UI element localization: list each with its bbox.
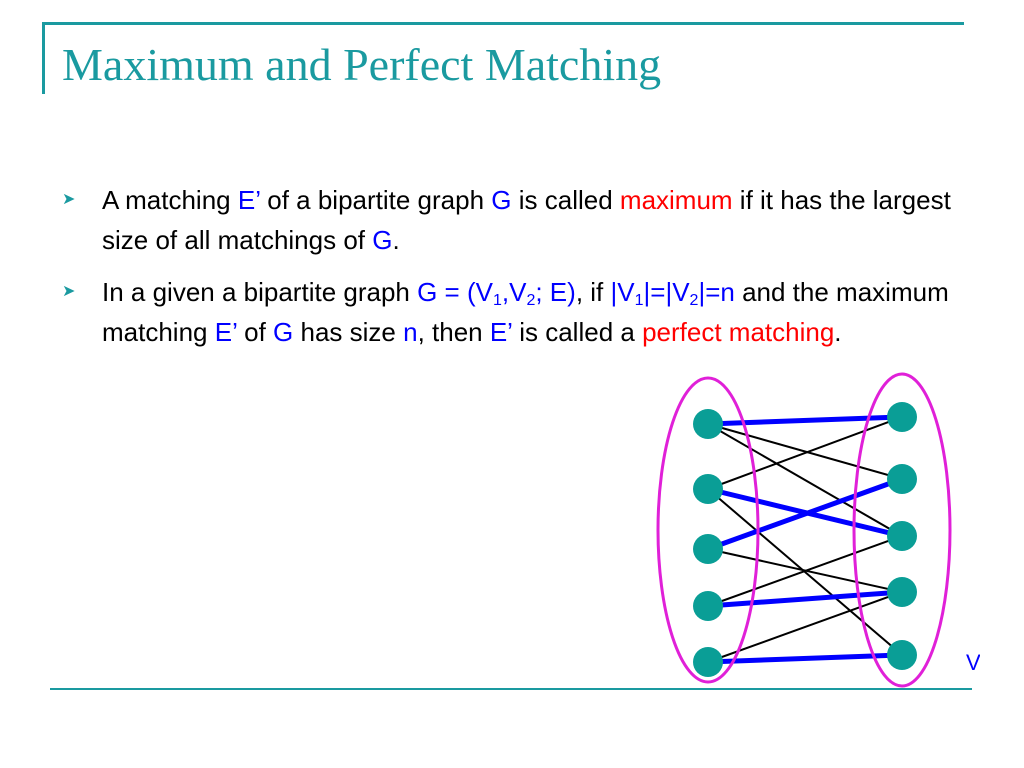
text-run: of bbox=[236, 317, 274, 347]
vertex-set-v1-ellipse bbox=[656, 376, 760, 684]
matched-edge bbox=[707, 414, 903, 427]
right-vertex bbox=[887, 464, 917, 494]
graph-symbol: G bbox=[372, 225, 393, 255]
size-symbol: n bbox=[403, 317, 418, 347]
subscript: 2 bbox=[526, 292, 536, 309]
card-part: |V bbox=[610, 277, 635, 307]
left-vertex bbox=[693, 591, 723, 621]
bullet-arrow-icon: ➤ bbox=[62, 191, 76, 208]
graph-def-part: ,V bbox=[501, 277, 527, 307]
matched-edge bbox=[707, 652, 903, 665]
graph-definition: G = (V1,V2; E) bbox=[417, 277, 576, 309]
text-run: is called a bbox=[512, 317, 643, 347]
left-vertex bbox=[693, 534, 723, 564]
matched-edge bbox=[707, 589, 903, 609]
text-run: and the maximum matching bbox=[102, 277, 949, 347]
text-run: if it has the largest size of all matchi… bbox=[102, 185, 951, 255]
text-run: , then bbox=[417, 317, 490, 347]
subscript: 1 bbox=[634, 292, 644, 309]
matched-edge bbox=[707, 476, 903, 552]
graph-def-part: G = (V bbox=[417, 277, 493, 307]
left-vertex bbox=[693, 474, 723, 504]
graph-edge bbox=[707, 591, 903, 663]
matching-symbol: E’ bbox=[237, 185, 261, 215]
card-part: |=n bbox=[698, 277, 735, 307]
frame-left-rule bbox=[42, 22, 45, 94]
vertices-layer bbox=[693, 402, 917, 677]
right-vertex bbox=[887, 521, 917, 551]
graph-symbol: G bbox=[491, 185, 512, 215]
graph-edge bbox=[707, 423, 903, 480]
label-text: V bbox=[966, 650, 980, 675]
graph-symbol: G bbox=[273, 317, 294, 347]
graph-edge bbox=[707, 535, 903, 607]
subscript: 2 bbox=[689, 292, 699, 309]
text-run: . bbox=[834, 317, 842, 347]
vertex-set-v2-label: V2 bbox=[966, 650, 980, 679]
graph-edge bbox=[707, 423, 903, 537]
right-vertex bbox=[887, 577, 917, 607]
term-maximum: maximum bbox=[619, 185, 733, 215]
left-vertex bbox=[693, 409, 723, 439]
text-run: . bbox=[392, 225, 400, 255]
graph-def-part: ; E) bbox=[535, 277, 576, 307]
bullet-list: ➤ A matching E’ of a bipartite graph G i… bbox=[62, 180, 982, 364]
matching-symbol: E’ bbox=[489, 317, 512, 347]
term-perfect-matching: perfect matching bbox=[642, 317, 835, 347]
text-run: A matching bbox=[102, 185, 238, 215]
text-run: of a bipartite graph bbox=[260, 185, 492, 215]
right-vertex bbox=[887, 640, 917, 670]
text-run: , if bbox=[575, 277, 611, 307]
subscript: 1 bbox=[492, 292, 502, 309]
vertex-set-v2-ellipse bbox=[852, 372, 952, 688]
bipartite-graph: V1 V2 bbox=[656, 372, 980, 688]
bullet-arrow-icon: ➤ bbox=[62, 283, 76, 300]
left-vertex bbox=[693, 647, 723, 677]
graph-edge bbox=[707, 416, 903, 490]
frame-bottom-rule bbox=[50, 688, 972, 690]
text-run: In a given a bipartite graph bbox=[102, 277, 418, 307]
card-part: |=|V bbox=[643, 277, 690, 307]
edges-layer bbox=[707, 414, 903, 665]
text-run: has size bbox=[293, 317, 404, 347]
text-run: is called bbox=[511, 185, 620, 215]
right-vertex bbox=[887, 402, 917, 432]
bullet-maximum-definition: ➤ A matching E’ of a bipartite graph G i… bbox=[62, 180, 982, 260]
cardinality-condition: |V1|=|V2|=n bbox=[610, 277, 735, 309]
bullet-perfect-definition: ➤ In a given a bipartite graph G = (V1,V… bbox=[62, 272, 982, 352]
slide-title: Maximum and Perfect Matching bbox=[62, 39, 662, 90]
frame-top-rule bbox=[42, 22, 964, 25]
matching-symbol: E’ bbox=[214, 317, 237, 347]
